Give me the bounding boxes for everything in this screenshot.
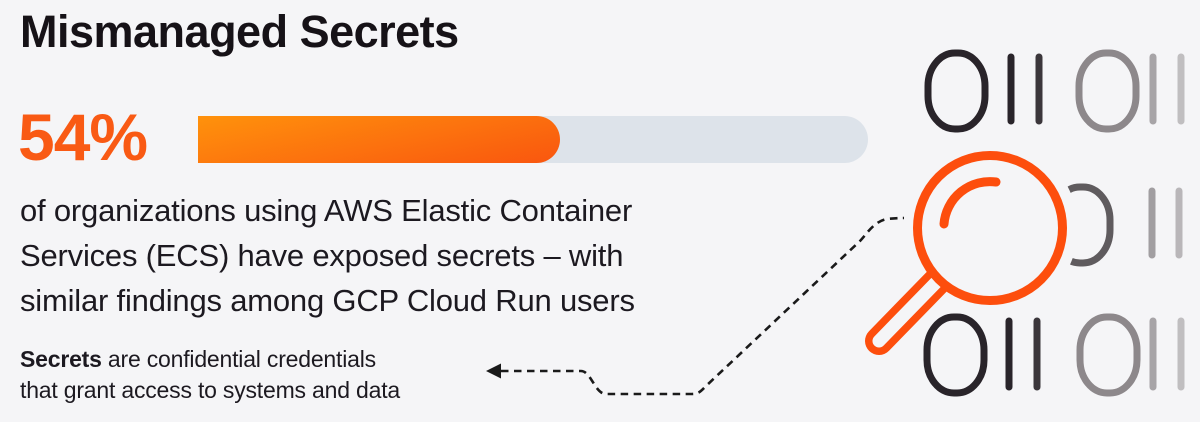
footnote-term: Secrets xyxy=(20,346,102,372)
stat-description: of organizations using AWS Elastic Conta… xyxy=(20,188,635,323)
footnote-line-1-rest: are confidential credentials xyxy=(101,346,376,372)
description-line-1: of organizations using AWS Elastic Conta… xyxy=(20,193,633,228)
footnote-line-1: Secrets are confidential credentials xyxy=(20,344,400,375)
progress-track xyxy=(198,116,868,163)
description-line-3: similar findings among GCP Cloud Run use… xyxy=(20,283,635,318)
description-line-2: Services (ECS) have exposed secrets – wi… xyxy=(20,238,624,273)
progress-fill xyxy=(198,116,560,163)
page-title: Mismanaged Secrets xyxy=(20,6,459,57)
footnote-line-2: that grant access to systems and data xyxy=(20,377,400,403)
secrets-definition: Secrets are confidential credentials tha… xyxy=(20,344,400,406)
stat-value: 54% xyxy=(18,100,148,174)
